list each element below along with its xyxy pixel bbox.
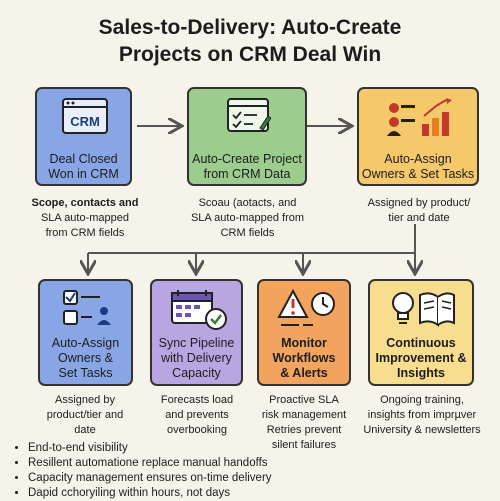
benefit-item: End-to-end visibility <box>28 441 272 456</box>
team-chart-icon <box>387 98 452 136</box>
svg-text:CRM: CRM <box>70 114 100 129</box>
step-auto-assign-desc: Assigned by product/ tier and date <box>367 197 471 224</box>
step-auto-create-desc: Scoau (aotacts, and SLA auto-mapped from… <box>190 197 305 239</box>
task-checklist-icon <box>63 290 111 325</box>
calendar-sync-icon <box>171 290 227 330</box>
title-line-2: Projects on CRM Deal Win <box>118 43 382 66</box>
benefit-item: Dapid cchoryiling within hours, not days <box>28 486 272 501</box>
step-sync-pipeline-desc: Forecasts load and prevents overbooking <box>160 394 234 436</box>
benefits-list: End-to-end visibility Resillent automati… <box>14 441 272 501</box>
title-line-1: Sales-to-Delivery: Auto-Create <box>98 16 402 39</box>
step-assign-owners-desc: Assigned by product/tier and date <box>46 394 124 436</box>
step-deal-closed-desc: Scope, contacts and SLA auto-mapped from… <box>31 197 139 239</box>
checklist-window-icon <box>227 98 271 132</box>
lightbulb-book-icon <box>392 292 455 327</box>
branch-connector <box>88 224 416 254</box>
step-continuous-desc: Ongoing training, insights from imprµver… <box>363 394 481 436</box>
benefit-item: Resillent automatione replace manual han… <box>28 456 272 471</box>
alert-clock-icon <box>277 289 335 326</box>
benefit-item: Capacity management ensures on-time deli… <box>28 471 272 486</box>
step-monitor-desc: Proactive SLA risk management Retries pr… <box>261 394 347 451</box>
diagram-title: Sales-to-Delivery: Auto-Create Projects … <box>0 14 500 68</box>
crm-window-icon: CRM <box>62 98 108 134</box>
